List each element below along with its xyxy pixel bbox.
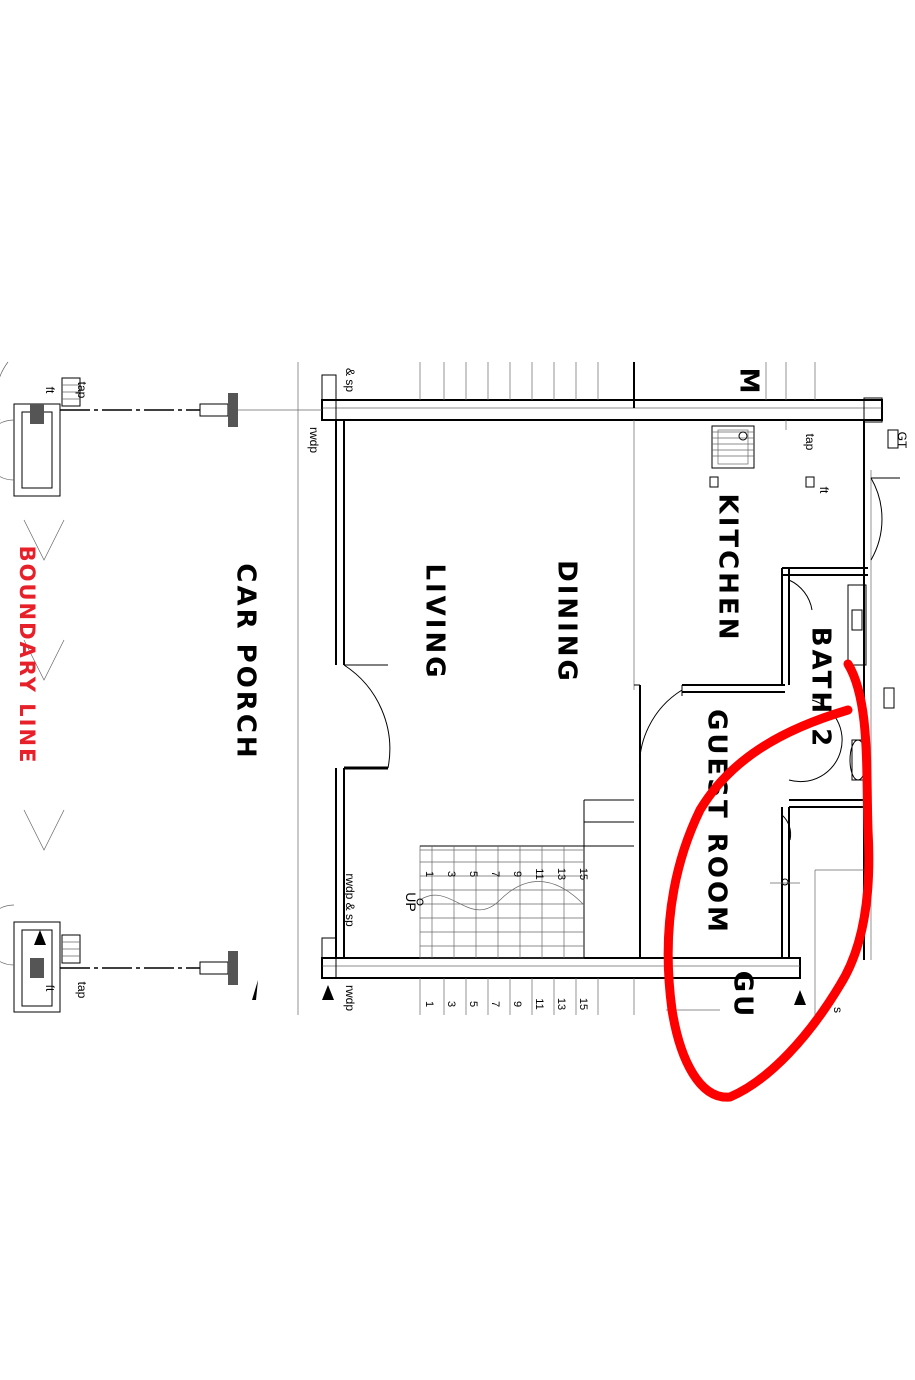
annotation-rwdp-top: rwdp [307,427,321,453]
room-label-car-porch: CAR PORCH [231,563,261,760]
stair-step-bottom-3: 3 [445,1001,457,1007]
boundary-line-label: BOUNDARY LINE [15,546,39,765]
stair-step-middle-3: 3 [445,871,457,877]
stair-step-middle-7: 7 [489,871,501,877]
annotation-s: s [831,1007,845,1013]
room-label-kitchen: KITCHEN [713,494,743,643]
stair-step-bottom-15: 15 [577,998,589,1010]
stair-up-label: UP [403,892,419,911]
annotation-tap-kitchen: tap [803,434,817,451]
stair-step-middle-11: 11 [533,868,545,879]
annotation-rwdp-bottom: rwdp [343,985,357,1011]
annotation-ft-kitchen: ft [817,487,831,494]
annotation-tap-top-left: tap [75,382,89,399]
annotation-ft-bottom-left: ft [43,985,57,992]
stair-step-bottom-1: 1 [423,1001,435,1007]
room-label-partial-gu: GU [728,971,758,1019]
stair-step-bottom-9: 9 [511,1001,523,1007]
stair-step-bottom-7: 7 [489,1001,501,1007]
annotation-tap-bottom-left: tap [75,982,89,999]
room-label-bath: BATH 2 [806,627,836,750]
stair-step-bottom-11: 11 [533,998,545,1009]
stair-step-middle-15: 15 [577,868,589,880]
room-label-partial-m: M [734,368,764,397]
plan-linework [0,361,900,1015]
room-label-guest-room: GUEST ROOM [702,709,732,935]
annotation-ft-top-left: ft [43,387,57,394]
stair-step-middle-9: 9 [511,871,523,877]
stair-step-middle-5: 5 [467,871,479,877]
room-label-living: LIVING [420,563,450,680]
stair-step-middle-1: 1 [423,871,435,877]
annotation-rwdp-sp-bottom: rwdp & sp [343,873,357,927]
stair-step-bottom-13: 13 [555,998,567,1010]
annotation-gt: GT [895,432,909,449]
markup-circle [663,659,874,1102]
stair-step-middle-13: 13 [555,868,567,880]
room-label-dining: DINING [552,560,582,684]
annotation-sp-top: & sp [343,368,357,392]
stair-step-bottom-5: 5 [467,1001,479,1007]
